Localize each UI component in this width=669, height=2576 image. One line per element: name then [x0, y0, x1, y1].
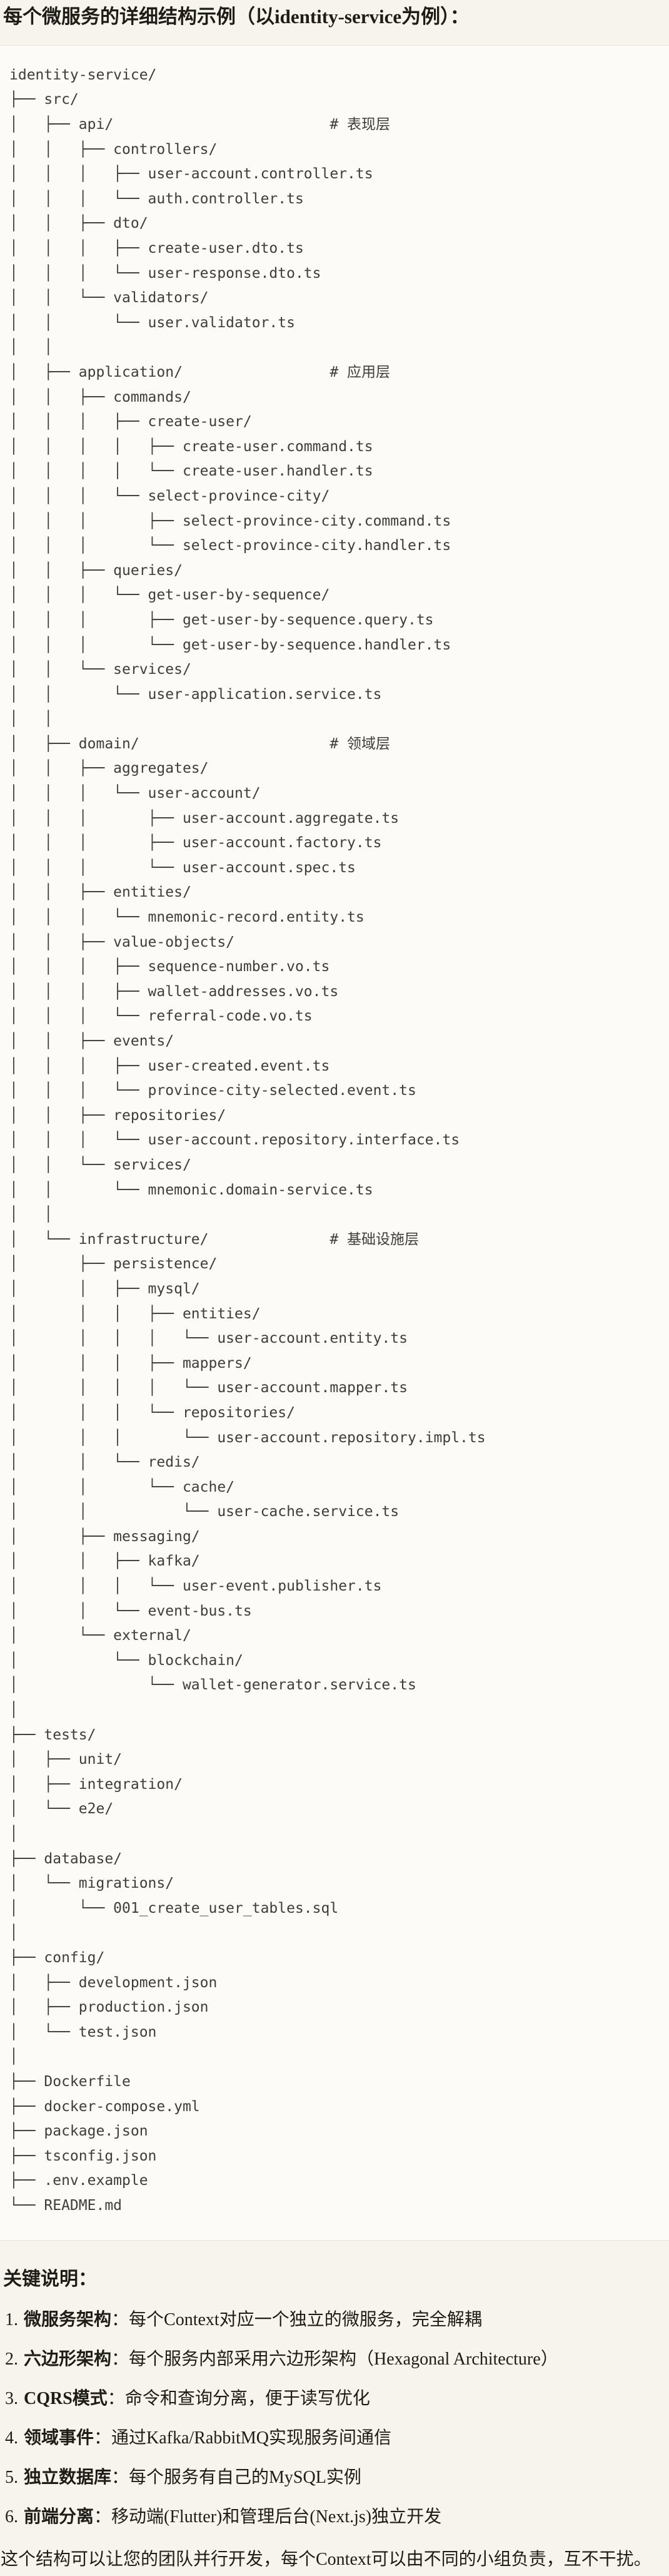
note-label: 领域事件	[24, 2428, 94, 2448]
note-number: 2.	[5, 2349, 18, 2369]
note-number: 3.	[5, 2388, 18, 2408]
note-number: 5.	[5, 2467, 18, 2487]
note-colon: ：	[107, 2388, 125, 2408]
note-text: 移动端(Flutter)和管理后台(Next.js)独立开发	[111, 2507, 442, 2527]
note-colon: ：	[111, 2309, 129, 2329]
closing-paragraph: 这个结构可以让您的团队并行开发，每个Context可以由不同的小组负责，互不干扰…	[1, 2549, 651, 2569]
note-number: 4.	[5, 2428, 18, 2448]
note-item-1: 1. 微服务架构：每个Context对应一个独立的微服务，完全解耦	[5, 2307, 669, 2333]
note-colon: ：	[94, 2428, 112, 2448]
note-label: 独立数据库	[24, 2467, 112, 2487]
directory-tree: identity-service/ ├── src/ │ ├── api/ # …	[9, 66, 486, 2214]
note-text: 通过Kafka/RabbitMQ实现服务间通信	[111, 2428, 391, 2448]
note-item-3: 3. CQRS模式：命令和查询分离，便于读写优化	[5, 2386, 669, 2412]
note-colon: ：	[111, 2467, 129, 2487]
page-title: 每个微服务的详细结构示例（以identity-service为例）：	[3, 6, 470, 28]
note-item-2: 2. 六边形架构：每个服务内部采用六边形架构（Hexagonal Architec…	[5, 2346, 669, 2373]
note-text: 每个服务有自己的MySQL实例	[129, 2467, 361, 2487]
note-text: 命令和查询分离，便于读写优化	[124, 2388, 370, 2408]
note-label: 六边形架构	[24, 2349, 112, 2369]
note-colon: ：	[111, 2349, 129, 2369]
note-label: CQRS模式	[24, 2388, 108, 2408]
note-item-5: 5. 独立数据库：每个服务有自己的MySQL实例	[5, 2465, 669, 2491]
note-text: 每个Context对应一个独立的微服务，完全解耦	[129, 2309, 482, 2329]
note-label: 微服务架构	[24, 2309, 112, 2329]
note-number: 6.	[5, 2507, 18, 2527]
note-colon: ：	[94, 2507, 112, 2527]
note-label: 前端分离	[24, 2507, 94, 2527]
note-item-4: 4. 领域事件：通过Kafka/RabbitMQ实现服务间通信	[5, 2425, 669, 2451]
note-item-6: 6. 前端分离：移动端(Flutter)和管理后台(Next.js)独立开发	[5, 2504, 669, 2530]
note-text: 每个服务内部采用六边形架构（Hexagonal Architecture）	[129, 2349, 558, 2369]
notes-heading: 关键说明：	[3, 2268, 97, 2289]
note-number: 1.	[5, 2309, 18, 2329]
directory-tree-code-block: identity-service/ ├── src/ │ ├── api/ # …	[0, 44, 669, 2241]
notes-list: 1.微服务架构：每个Context对应一个独立的微服务，完全解耦 2.六边形架构…	[0, 2307, 669, 2530]
